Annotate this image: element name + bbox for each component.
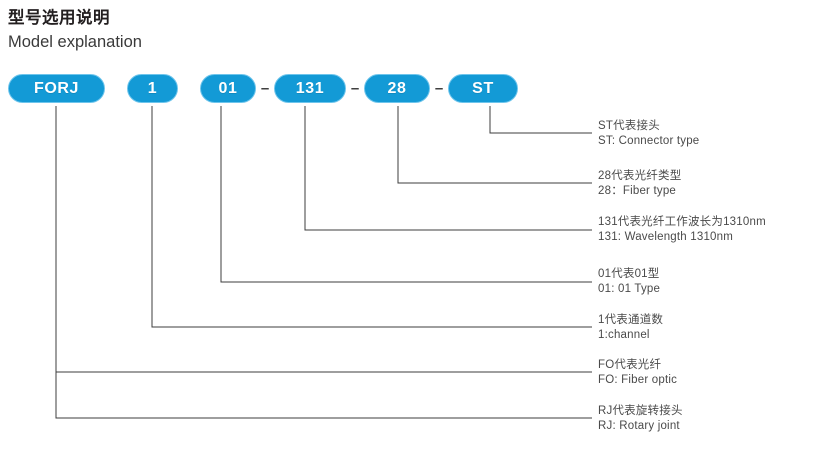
annotation-fiber-type: 28代表光纤类型 28：Fiber type [598, 169, 681, 199]
annotation-channel: 1代表通道数 1:channel [598, 313, 663, 343]
annotation-en: 28：Fiber type [598, 185, 677, 197]
leader-line-wavelength [304, 106, 592, 231]
leader-line-rotary-joint [55, 372, 592, 419]
annotation-connector-type: ST代表接头 ST: Connector type [598, 119, 699, 149]
code-segment-series[interactable]: FORJ [8, 74, 105, 103]
leader-line-fiber-optic [55, 106, 592, 373]
code-segment-wavelength[interactable]: 131 [274, 74, 346, 103]
annotation-en: RJ: Rotary joint [598, 420, 680, 432]
annotation-fiber-optic: FO代表光纤 FO: Fiber optic [598, 358, 677, 388]
annotation-rotary-joint: RJ代表旋转接头 RJ: Rotary joint [598, 404, 683, 434]
code-segment-channel[interactable]: 1 [127, 74, 178, 103]
model-code-row: FORJ 1 01 – 131 – 28 – ST [8, 73, 518, 104]
leader-line-channel [151, 106, 592, 328]
code-segment-fiber[interactable]: 28 [364, 74, 430, 103]
code-segment-connector[interactable]: ST [448, 74, 518, 103]
annotation-cn: FO代表光纤 [598, 359, 662, 371]
code-separator-3: – [434, 80, 444, 97]
leader-line-type [220, 106, 592, 283]
code-segment-type[interactable]: 01 [200, 74, 256, 103]
annotation-en: 01: 01 Type [598, 283, 661, 295]
annotation-cn: 01代表01型 [598, 268, 660, 280]
annotation-cn: RJ代表旋转接头 [598, 405, 683, 417]
annotation-type: 01代表01型 01: 01 Type [598, 267, 660, 297]
page-title-cn: 型号选用说明 [8, 9, 110, 27]
annotation-wavelength: 131代表光纤工作波长为1310nm 131: Wavelength 1310n… [598, 215, 766, 245]
annotation-en: ST: Connector type [598, 135, 700, 147]
code-separator-2: – [350, 80, 360, 97]
annotation-en: FO: Fiber optic [598, 374, 678, 386]
annotation-cn: 131代表光纤工作波长为1310nm [598, 216, 766, 228]
leader-line-fiber [397, 106, 592, 184]
annotation-en: 131: Wavelength 1310nm [598, 231, 734, 243]
annotation-cn: ST代表接头 [598, 120, 660, 132]
annotation-en: 1:channel [598, 329, 650, 341]
page-title-en: Model explanation [8, 33, 142, 51]
annotation-cn: 1代表通道数 [598, 314, 664, 326]
leader-line-connector [489, 106, 592, 134]
code-separator-1: – [260, 80, 270, 97]
annotation-cn: 28代表光纤类型 [598, 170, 682, 182]
